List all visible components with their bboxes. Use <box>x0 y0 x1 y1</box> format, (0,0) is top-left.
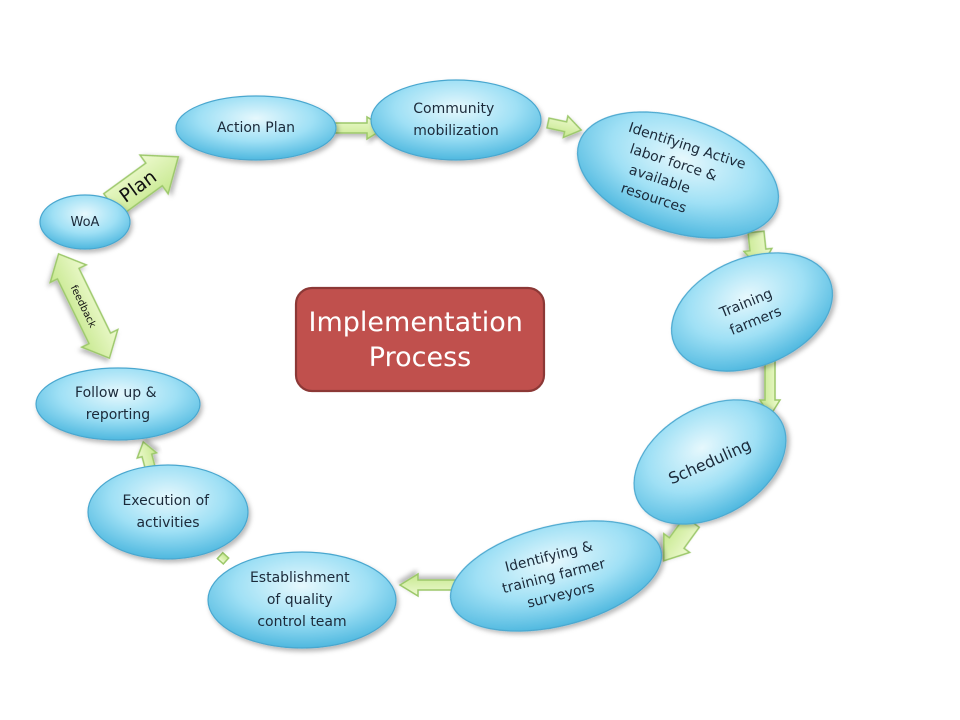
node-establishment-line2: of quality <box>267 592 333 608</box>
node-community-line1: Community <box>413 101 494 117</box>
node-establishment-line1: Establishment <box>250 570 350 586</box>
node-woa: WoA <box>39 194 131 250</box>
node-scheduling: Scheduling <box>633 399 787 525</box>
svg-text:Action Plan: Action Plan <box>217 120 295 136</box>
node-action-plan-line1: Action Plan <box>217 120 295 136</box>
node-execution-line2: activities <box>136 515 199 531</box>
node-community-mobilization: Community mobilization <box>370 79 542 161</box>
arrow-establishment-to-execution <box>216 551 230 566</box>
node-woa-line1: WoA <box>71 215 100 230</box>
svg-text:Community mobilization: Community mobilization <box>413 101 499 139</box>
center-box: Implementation Process <box>294 286 546 393</box>
svg-text:Implementation Process: Implementation Process <box>309 307 532 373</box>
svg-text:Establishment of quality: Establishment of quality control team <box>250 570 354 630</box>
svg-text:Execution of activities: Execution of activities <box>122 493 213 531</box>
node-follow-up-line1: Follow up & <box>75 385 157 401</box>
svg-text:WoA: WoA <box>71 215 100 230</box>
arrow-identifying-training-to-establishment <box>398 572 459 598</box>
center-title-line1: Implementation <box>309 307 523 338</box>
node-identifying-training: Identifying & training farmer surveyors <box>449 520 663 632</box>
arrow-community-to-identifying <box>546 114 583 139</box>
feedback-arrow: feedback <box>49 252 119 360</box>
node-execution-line1: Execution of <box>122 493 210 509</box>
node-community-line2: mobilization <box>413 123 499 139</box>
center-title-line2: Process <box>369 342 471 373</box>
node-follow-up-line2: reporting <box>86 407 150 423</box>
arrow-execution-to-follow-up <box>136 440 159 470</box>
node-training-farmers: Training farmers <box>670 252 834 372</box>
node-execution: Execution of activities <box>87 464 249 560</box>
node-action-plan: Action Plan <box>175 95 337 161</box>
node-establishment: Establishment of quality control team <box>207 551 397 649</box>
node-establishment-line3: control team <box>257 614 346 630</box>
svg-text:Follow up & reporting: Follow up & reporting <box>75 385 161 423</box>
node-follow-up: Follow up & reporting <box>35 367 201 441</box>
